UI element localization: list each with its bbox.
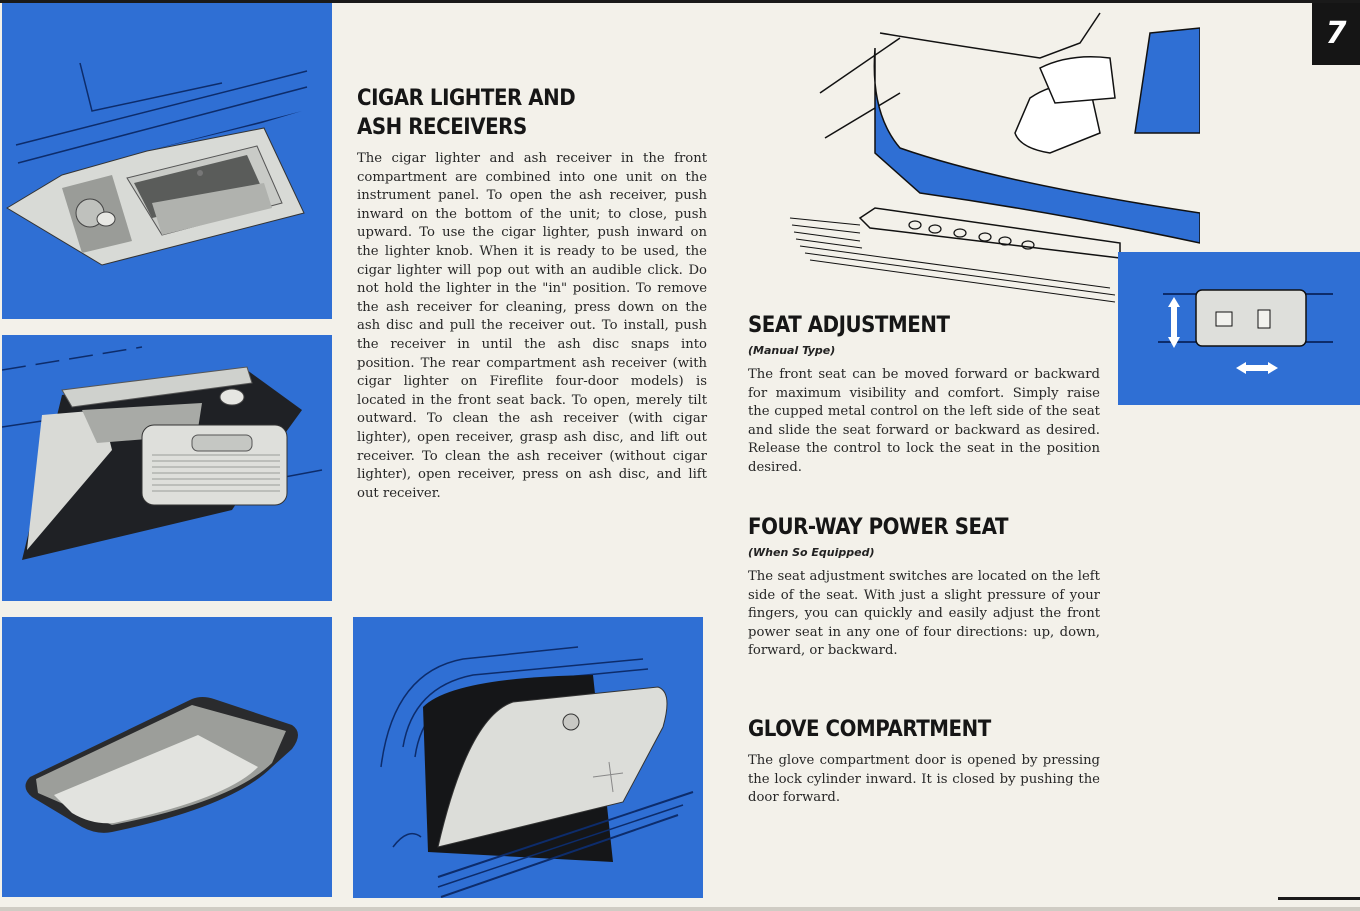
cigar-lighter-unit-icon bbox=[6, 62, 308, 266]
section-title: FOUR-WAY POWER SEAT bbox=[748, 515, 1009, 540]
seat-adjust-hand-illustration bbox=[780, 3, 1201, 308]
top-edge bbox=[0, 0, 1360, 3]
bottom-edge bbox=[0, 907, 1360, 911]
front-lighter-ash-receiver-illustration bbox=[2, 3, 332, 319]
section-seat-adjustment: SEAT ADJUSTMENT (Manual Type) The front … bbox=[748, 311, 1100, 478]
section-title-line2: ASH RECEIVERS bbox=[357, 115, 527, 140]
section-body: The glove compartment door is opened by … bbox=[748, 753, 1100, 806]
ash-tray-illustration bbox=[2, 617, 332, 897]
rear-ash-receiver-icon bbox=[2, 346, 323, 560]
section-subtitle: (Manual Type) bbox=[748, 344, 836, 357]
seat-adjust-hand-icon bbox=[789, 12, 1201, 303]
section-title: SEAT ADJUSTMENT bbox=[748, 313, 950, 338]
glove-compartment-illustration bbox=[353, 617, 703, 898]
rear-ash-receiver-illustration bbox=[2, 335, 332, 601]
section-body: The cigar lighter and ash receiver in th… bbox=[357, 151, 707, 501]
section-title: CIGAR LIGHTER AND bbox=[357, 86, 576, 111]
section-cigar-lighter: CIGAR LIGHTER AND ASH RECEIVERS The ciga… bbox=[357, 84, 707, 503]
section-body: The seat adjustment switches are located… bbox=[748, 569, 1100, 659]
section-glove-compartment: GLOVE COMPARTMENT The glove compartment … bbox=[748, 715, 1100, 808]
section-four-way-power-seat: FOUR-WAY POWER SEAT (When So Equipped) T… bbox=[748, 513, 1100, 661]
power-seat-switch-icon bbox=[1158, 289, 1333, 374]
section-subtitle: (When So Equipped) bbox=[748, 546, 875, 559]
page-number: 7 bbox=[1312, 3, 1360, 65]
power-seat-switch-illustration bbox=[1118, 252, 1360, 405]
section-body: The front seat can be moved forward or b… bbox=[748, 367, 1100, 475]
bottom-rule bbox=[1278, 897, 1360, 900]
glove-compartment-icon bbox=[380, 646, 694, 898]
ash-tray-icon bbox=[25, 697, 299, 833]
section-title: GLOVE COMPARTMENT bbox=[748, 717, 991, 742]
